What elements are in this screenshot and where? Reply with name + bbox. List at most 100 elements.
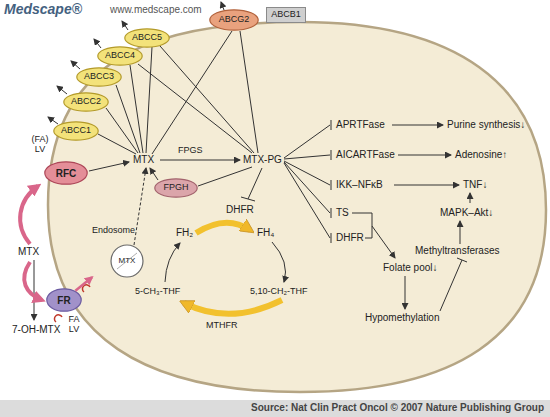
hydrolysis-arrow: [150, 168, 158, 180]
endosome-content: MTX: [110, 244, 144, 278]
effect-label: TNF↓: [463, 179, 487, 191]
uptake-arrow: [24, 262, 42, 300]
efflux-line: [152, 31, 232, 154]
polyglutamation-arrow: [160, 160, 240, 161]
inhibition-line: [284, 155, 330, 159]
node-shape: [125, 29, 169, 47]
inhibition-bar: [331, 233, 332, 243]
endosome-node: EndosomeMTX: [92, 226, 152, 280]
endosome-heading: Endosome: [92, 226, 135, 236]
inhibition-line: [284, 163, 330, 238]
inhibition-line: [284, 162, 330, 213]
target-label: AICARTFase: [336, 149, 395, 161]
carrier-ellipse: RFC: [44, 161, 88, 185]
efflux-arrow: [94, 39, 101, 48]
inhibition-bar: [331, 120, 332, 130]
node-label: ABCG2: [219, 15, 250, 25]
folate-label: 5,10-CH₂-THF: [250, 286, 308, 296]
transporter-box: ABCB1: [266, 7, 306, 23]
efflux-line: [160, 46, 254, 153]
efflux-line: [98, 134, 136, 154]
efflux-line: [240, 31, 258, 153]
release-arrow: [134, 168, 146, 245]
folate-cycle-arrow: [165, 243, 180, 282]
node-label: ABCC3: [84, 72, 114, 82]
effect-label: Adenosine↑: [455, 149, 507, 161]
effect-label: Hypomethylation: [365, 312, 439, 324]
inhibition-line: [284, 161, 330, 185]
efflux-arrow: [57, 86, 67, 94]
transporter-ellipse: ABCC1: [53, 121, 99, 141]
substrate-label: (FA) LV: [26, 134, 54, 155]
enzyme-label: DHFR: [226, 204, 254, 216]
substrate-label: FA LV: [66, 314, 82, 335]
node-shape: [210, 10, 258, 30]
node-label: ABCB1: [271, 10, 301, 20]
inhibition-line: [248, 168, 262, 199]
node-label: FPGH: [163, 183, 188, 193]
effect-label: Purine synthesis↓: [447, 119, 525, 131]
effect-label: MAPK–Akt↓: [440, 207, 493, 219]
transporter-ellipse: ABCC2: [63, 92, 109, 112]
folate-label: 5-CH₃-THF: [135, 286, 180, 296]
enzyme-label: MTHFR: [206, 320, 238, 330]
node-label: RFC: [56, 168, 77, 179]
efflux-line: [138, 64, 252, 153]
target-label: TS: [336, 207, 349, 219]
efflux-arrow: [221, 2, 224, 10]
cell-membrane: [48, 22, 546, 392]
transporter-ellipse: ABCG2: [209, 9, 259, 31]
efflux-line: [146, 47, 152, 153]
source-caption: Source: Nat Clin Pract Oncol © 2007 Natu…: [251, 402, 544, 414]
drug-label: MTX: [133, 154, 154, 166]
target-label: APRTFase: [336, 119, 385, 131]
inhibition-bar: [457, 258, 467, 262]
uptake-arrow: [89, 162, 129, 171]
transporter-ellipse: ABCC3: [76, 67, 122, 87]
efflux-arrow: [48, 117, 58, 124]
folate-cycle-arrow: [272, 242, 286, 282]
web-address: www.medscape.com: [110, 4, 202, 16]
effect-arrow: [470, 193, 471, 203]
node-shape: [98, 47, 142, 65]
footer-bar: [0, 400, 550, 417]
efflux-arrow: [122, 21, 128, 30]
efflux-line: [116, 85, 140, 153]
transporter-ellipse: ABCC4: [97, 46, 143, 66]
transporter-ellipse: ABCC5: [124, 28, 170, 48]
publisher-logo: Medscape®: [4, 1, 82, 17]
efflux-line: [130, 65, 143, 153]
effect-arrow: [398, 155, 451, 156]
drug-label: MTX: [18, 246, 39, 258]
inhibition-bar: [331, 150, 332, 160]
folate-label: FH₂: [176, 227, 193, 239]
metabolite-label: 7-OH-MTX: [12, 324, 60, 336]
effect-arrow: [394, 185, 459, 186]
folate-cycle-arrow: [184, 300, 282, 314]
node-shape: [155, 179, 197, 197]
receptor-ellipse: FR: [46, 288, 82, 312]
enzyme-label: FPGS: [178, 145, 203, 155]
node-shape: [64, 93, 108, 111]
efflux-line: [106, 108, 138, 153]
effect-arrow: [405, 276, 406, 309]
node-label: ABCC2: [71, 97, 101, 107]
node-label: ABCC4: [105, 51, 135, 61]
effect-label: Methyltransferases: [415, 245, 499, 257]
node-shape: [77, 68, 121, 86]
inhibition-line: [284, 125, 330, 158]
target-label: DHFR: [336, 232, 364, 244]
enzyme-ellipse: FPGH: [154, 178, 198, 198]
hydrolysis-line: [198, 167, 252, 186]
node-shape: [267, 8, 306, 23]
target-label: IKK–NFκB: [336, 179, 383, 191]
effect-arrow: [372, 226, 395, 258]
node-shape: [47, 289, 81, 311]
node-shape: [54, 122, 98, 140]
inhibition-bar: [331, 180, 332, 190]
node-label: ABCC5: [132, 33, 162, 43]
inhibition-bar: [241, 197, 255, 201]
folate-label: FH₄: [257, 227, 274, 239]
uptake-arrow: [20, 186, 38, 244]
